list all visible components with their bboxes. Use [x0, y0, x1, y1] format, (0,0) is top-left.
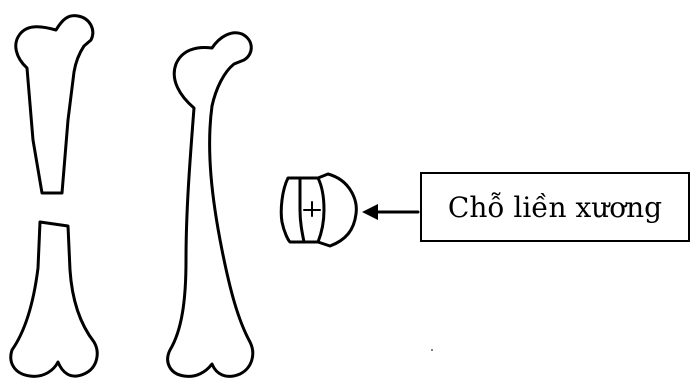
callout-label-text: Chỗ liền xương [422, 174, 688, 240]
broken-femur-upper-fragment [16, 16, 93, 193]
healed-femur [168, 33, 253, 377]
pointer-arrow [362, 204, 418, 220]
callus-symbol [281, 174, 356, 246]
speck-mark [431, 349, 433, 351]
callout-label-box: Chỗ liền xương [420, 172, 690, 242]
broken-femur-lower-fragment [11, 222, 97, 376]
